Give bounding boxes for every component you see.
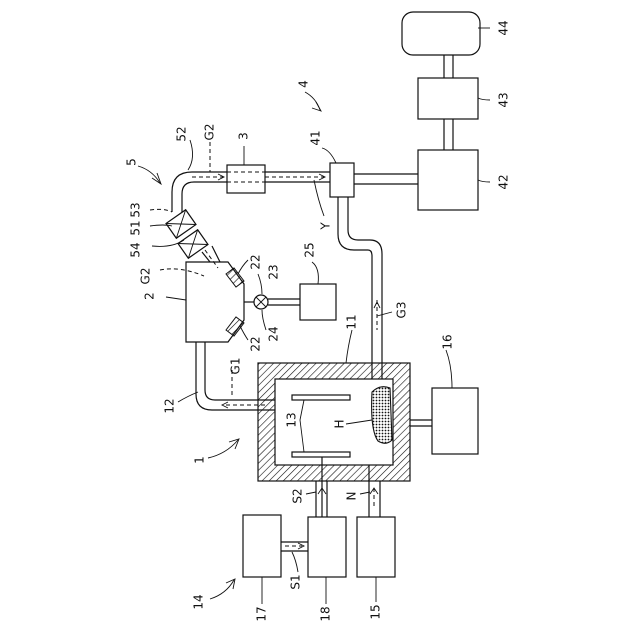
label-11: 11	[345, 314, 359, 329]
box-17	[243, 515, 281, 577]
label-s2: S2	[291, 488, 305, 503]
box-16	[410, 388, 478, 454]
junction-41	[330, 163, 418, 197]
label-42: 42	[497, 174, 511, 189]
shaft-43-44	[444, 55, 453, 78]
label-n: N	[345, 492, 359, 501]
label-y: Y	[319, 222, 333, 231]
label-41: 41	[309, 130, 323, 145]
box-44	[402, 12, 480, 55]
label-12: 12	[163, 398, 177, 413]
box-3	[227, 165, 265, 193]
label-25: 25	[303, 242, 317, 257]
label-g2-mid: G2	[139, 268, 153, 285]
label-2: 2	[143, 292, 157, 300]
label-54: 54	[129, 242, 143, 257]
label-g1: G1	[229, 358, 243, 375]
label-5: 5	[125, 158, 139, 166]
label-52: 52	[175, 126, 189, 141]
label-15: 15	[369, 604, 383, 619]
label-13: 13	[285, 412, 299, 427]
label-4: 4	[297, 80, 311, 88]
box-18	[308, 517, 346, 577]
label-3: 3	[237, 132, 251, 140]
box-42	[418, 150, 478, 210]
component-2	[186, 262, 300, 342]
label-22-top: 22	[249, 254, 263, 269]
label-h: H	[333, 419, 347, 428]
pipe-g3	[338, 197, 382, 379]
label-24: 24	[267, 326, 281, 341]
pipe-s1	[281, 542, 308, 551]
label-14: 14	[192, 594, 206, 609]
label-53: 53	[129, 202, 143, 217]
box-25	[300, 284, 336, 320]
label-1: 1	[193, 456, 207, 464]
box-43	[418, 78, 478, 119]
label-23: 23	[267, 264, 281, 279]
label-17: 17	[255, 606, 269, 621]
label-g3: G3	[395, 302, 409, 319]
shaft-42-43	[444, 119, 453, 150]
label-g2-top: G2	[203, 124, 217, 141]
label-51: 51	[129, 220, 143, 235]
label-22-bottom: 22	[249, 336, 263, 351]
label-s1: S1	[289, 574, 303, 589]
label-18: 18	[319, 606, 333, 621]
label-44: 44	[497, 20, 511, 35]
box-15	[357, 517, 395, 577]
label-43: 43	[497, 92, 511, 107]
label-16: 16	[441, 334, 455, 349]
